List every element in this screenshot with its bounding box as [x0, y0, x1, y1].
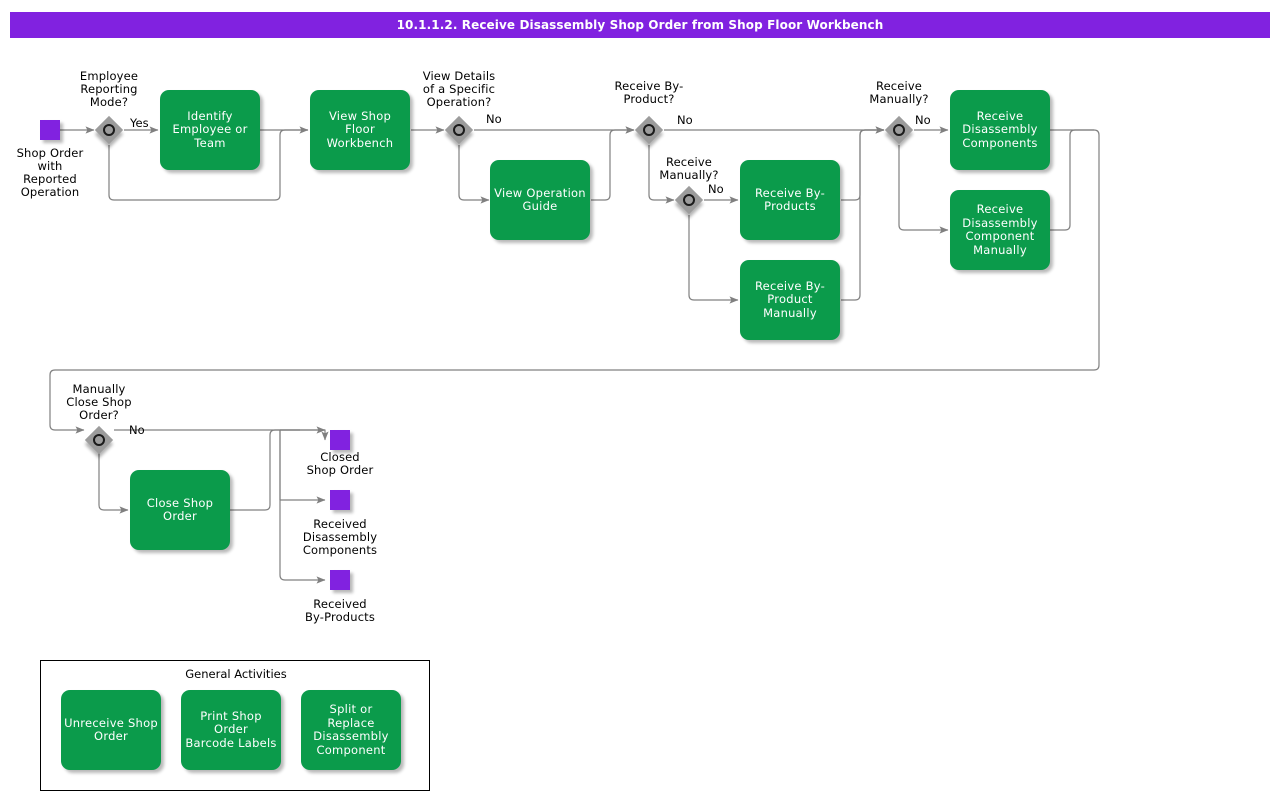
- edge-label-receive-manually-by-product-no: No: [708, 182, 724, 196]
- gateway-ring-icon: [453, 124, 465, 136]
- gateway-ring-icon: [893, 124, 905, 136]
- edge-gw-close-no-to-closed-shop-order: [114, 429, 329, 441]
- task-receive-by-products[interactable]: Receive By- Products: [740, 160, 840, 240]
- edge-gw-manually-components-to-manual-task: [898, 145, 949, 234]
- gateway-receive-manually-by-product[interactable]: [674, 185, 704, 215]
- page-title-bar: 10.1.1.2. Receive Disassembly Shop Order…: [10, 12, 1270, 38]
- edge-gw-close-to-close-task: [98, 445, 129, 514]
- general-activities-title: General Activities: [185, 667, 287, 681]
- edge-view-op-guide-rejoin: [591, 126, 635, 201]
- gateway-ring-icon: [683, 194, 695, 206]
- edge-receive-byproducts-rejoin: [841, 126, 885, 201]
- gateway-employee-reporting-mode[interactable]: [94, 115, 124, 145]
- gateway-view-details-of-a-specific-operation[interactable]: [444, 115, 474, 145]
- gateway-receive-manually-components-label: Receive Manually?: [869, 79, 929, 106]
- gateway-receive-by-product-label: Receive By- Product?: [614, 79, 684, 106]
- edge-receive-component-manually-to-trunk: [1050, 129, 1094, 231]
- task-receive-disassembly-components[interactable]: Receive Disassembly Components: [950, 90, 1050, 170]
- end-event-received-by-products[interactable]: [330, 570, 350, 590]
- gateway-ring-icon: [643, 124, 655, 136]
- gateway-receive-manually-components[interactable]: [884, 115, 914, 145]
- start-event-label: Shop Order with Reported Operation: [16, 146, 84, 199]
- task-identify-employee-or-team[interactable]: Identify Employee or Team: [160, 90, 260, 170]
- task-view-shop-floor-workbench[interactable]: View Shop Floor Workbench: [310, 90, 410, 170]
- gateway-receive-by-product[interactable]: [634, 115, 664, 145]
- edge-label-manually-close-no: No: [129, 423, 145, 437]
- end-event-received-by-products-label: Received By-Products: [305, 597, 375, 624]
- edge-gw-view-details-to-view-op-guide: [458, 145, 490, 204]
- gateway-view-details-label: View Details of a Specific Operation?: [422, 69, 496, 109]
- start-event-shop-order-with-reported-operation[interactable]: [40, 120, 60, 140]
- edge-receive-byproduct-manually-rejoin: [841, 129, 884, 301]
- end-event-closed-shop-order[interactable]: [330, 430, 350, 450]
- edge-label-receive-manually-components-no: No: [915, 113, 931, 127]
- task-receive-disassembly-component-manually[interactable]: Receive Disassembly Component Manually: [950, 190, 1050, 270]
- end-event-received-disassembly-components[interactable]: [330, 490, 350, 510]
- edge-label-view-details-no: No: [486, 112, 502, 126]
- gateway-receive-manually-by-product-label: Receive Manually?: [659, 155, 719, 182]
- edge-label-reporting-mode-yes: Yes: [130, 116, 149, 130]
- general-activities-group: General Activities Unreceive Shop Order …: [40, 660, 430, 791]
- task-view-operation-guide[interactable]: View Operation Guide: [490, 160, 590, 240]
- gateway-manually-close-shop-order-label: Manually Close Shop Order?: [66, 382, 132, 422]
- gateway-manually-close-shop-order[interactable]: [84, 425, 114, 455]
- gateway-ring-icon: [103, 124, 115, 136]
- gateway-employee-reporting-mode-label: Employee Reporting Mode?: [79, 69, 139, 109]
- end-event-received-disassembly-components-label: Received Disassembly Components: [302, 517, 378, 557]
- edge-gw-manually-byproduct-to-manual-task: [688, 215, 739, 304]
- task-unreceive-shop-order[interactable]: Unreceive Shop Order: [61, 690, 161, 770]
- task-split-or-replace-disassembly-component[interactable]: Split or Replace Disassembly Component: [301, 690, 401, 770]
- gateway-ring-icon: [93, 434, 105, 446]
- end-event-closed-shop-order-label: Closed Shop Order: [306, 450, 374, 477]
- task-print-shop-order-barcode-labels[interactable]: Print Shop Order Barcode Labels: [181, 690, 281, 770]
- page-title: 10.1.1.2. Receive Disassembly Shop Order…: [396, 18, 884, 32]
- edge-label-receive-by-product-no: No: [677, 113, 693, 127]
- task-close-shop-order[interactable]: Close Shop Order: [130, 470, 230, 550]
- task-receive-by-product-manually[interactable]: Receive By- Product Manually: [740, 260, 840, 340]
